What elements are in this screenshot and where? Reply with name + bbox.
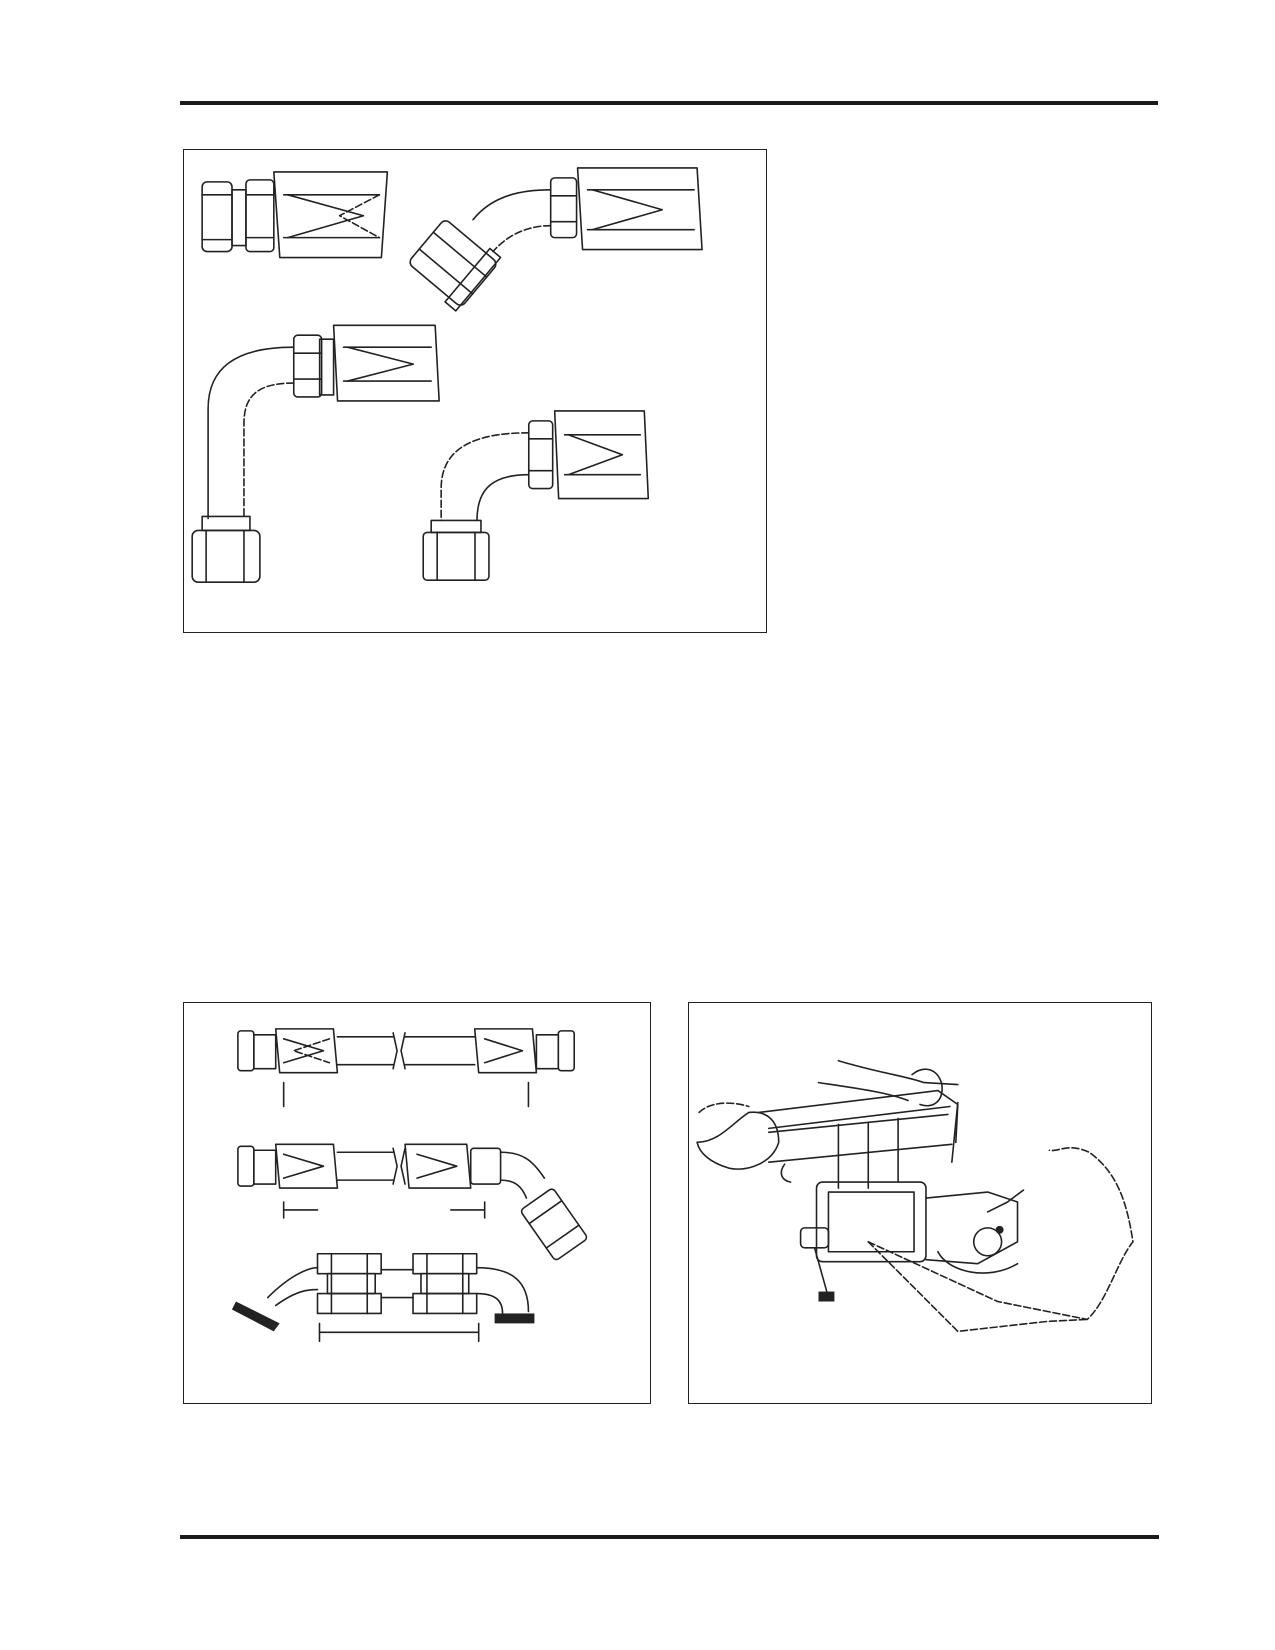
straight-hose-assembly <box>237 1028 576 1108</box>
vise-cutting-figure <box>688 1002 1152 1404</box>
header-rule <box>180 101 1158 105</box>
vise-cutting-illustration <box>696 1059 1134 1333</box>
angled-90-fitting <box>191 324 440 584</box>
fittings-figure <box>183 149 767 633</box>
angled-45-fitting <box>409 167 703 312</box>
hose-measurement-illustration <box>231 1028 588 1343</box>
bench-vise <box>799 1181 1025 1302</box>
straight-fitting <box>201 171 389 259</box>
footer-rule <box>180 1535 1159 1539</box>
hose-measurement-figure <box>183 1002 651 1404</box>
hose-in-vise <box>767 1113 953 1189</box>
hands <box>696 1059 959 1170</box>
angled-hose-assembly <box>237 1143 588 1261</box>
hacksaw <box>758 1089 959 1183</box>
fittings-illustration <box>191 167 703 584</box>
clamped-hose-assembly <box>231 1252 535 1343</box>
workbench <box>867 1146 1134 1321</box>
short-90-fitting <box>422 410 650 582</box>
